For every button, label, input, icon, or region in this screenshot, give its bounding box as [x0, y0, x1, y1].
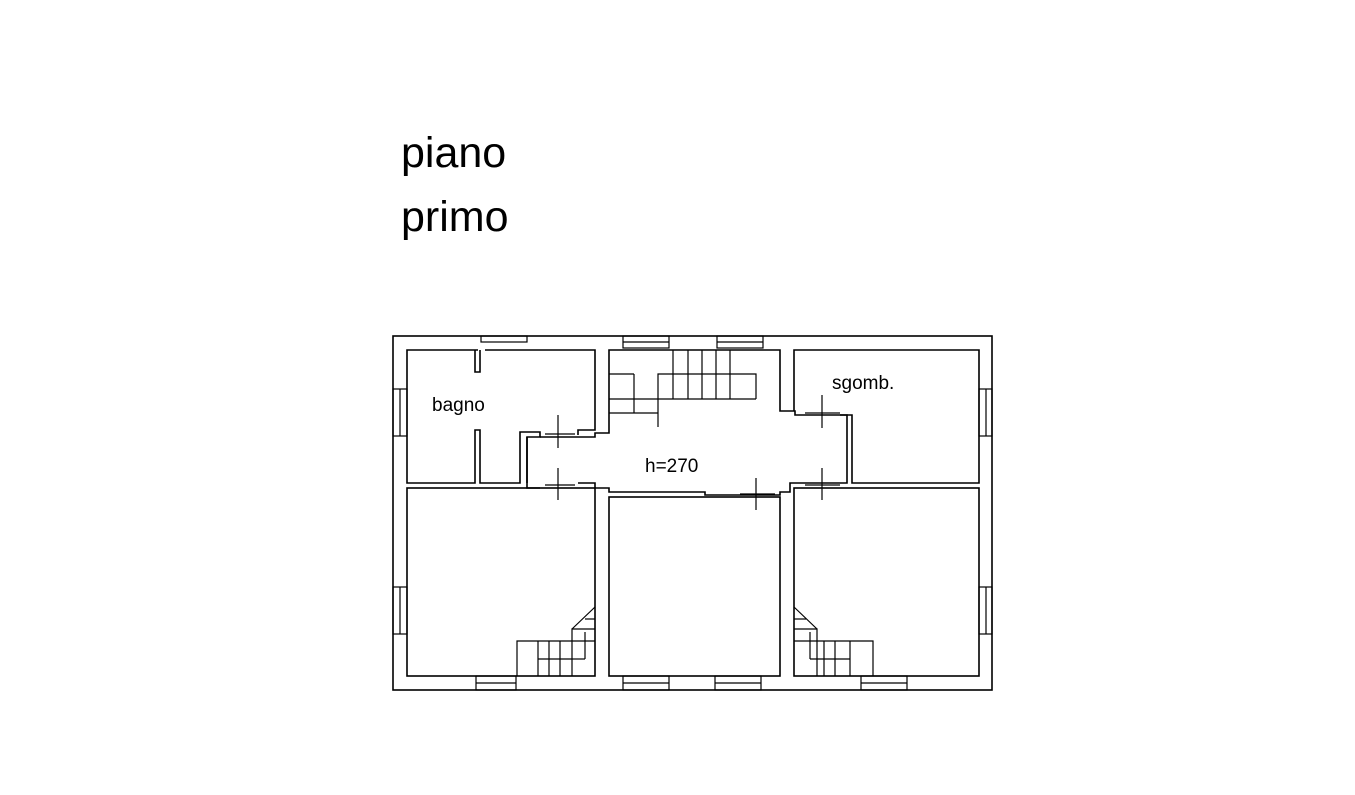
room-bottom-right: [793, 487, 980, 677]
label-storage: sgomb.: [832, 373, 894, 394]
room-storage: [793, 349, 980, 484]
floor-title-line1: piano: [401, 129, 507, 177]
stairs-bottom-right: [793, 606, 874, 676]
bathroom-wall: [485, 349, 596, 435]
room-bottom-left: [406, 487, 596, 677]
windows: [392, 335, 993, 691]
room-bottom-center: [608, 496, 781, 677]
label-corridor-height: h=270: [645, 456, 698, 477]
bathroom-door-jamb: [474, 350, 481, 373]
stairs-bottom-left: [516, 606, 596, 676]
room-bathroom: [406, 349, 541, 484]
floor-title-line2: primo: [401, 193, 509, 241]
stairs-top: [609, 350, 757, 427]
outer-wall: [392, 335, 993, 691]
label-bathroom: bagno: [432, 395, 485, 416]
corridor: [540, 349, 848, 496]
door-marks: [545, 395, 840, 510]
corridor-wall-left: [526, 437, 540, 489]
